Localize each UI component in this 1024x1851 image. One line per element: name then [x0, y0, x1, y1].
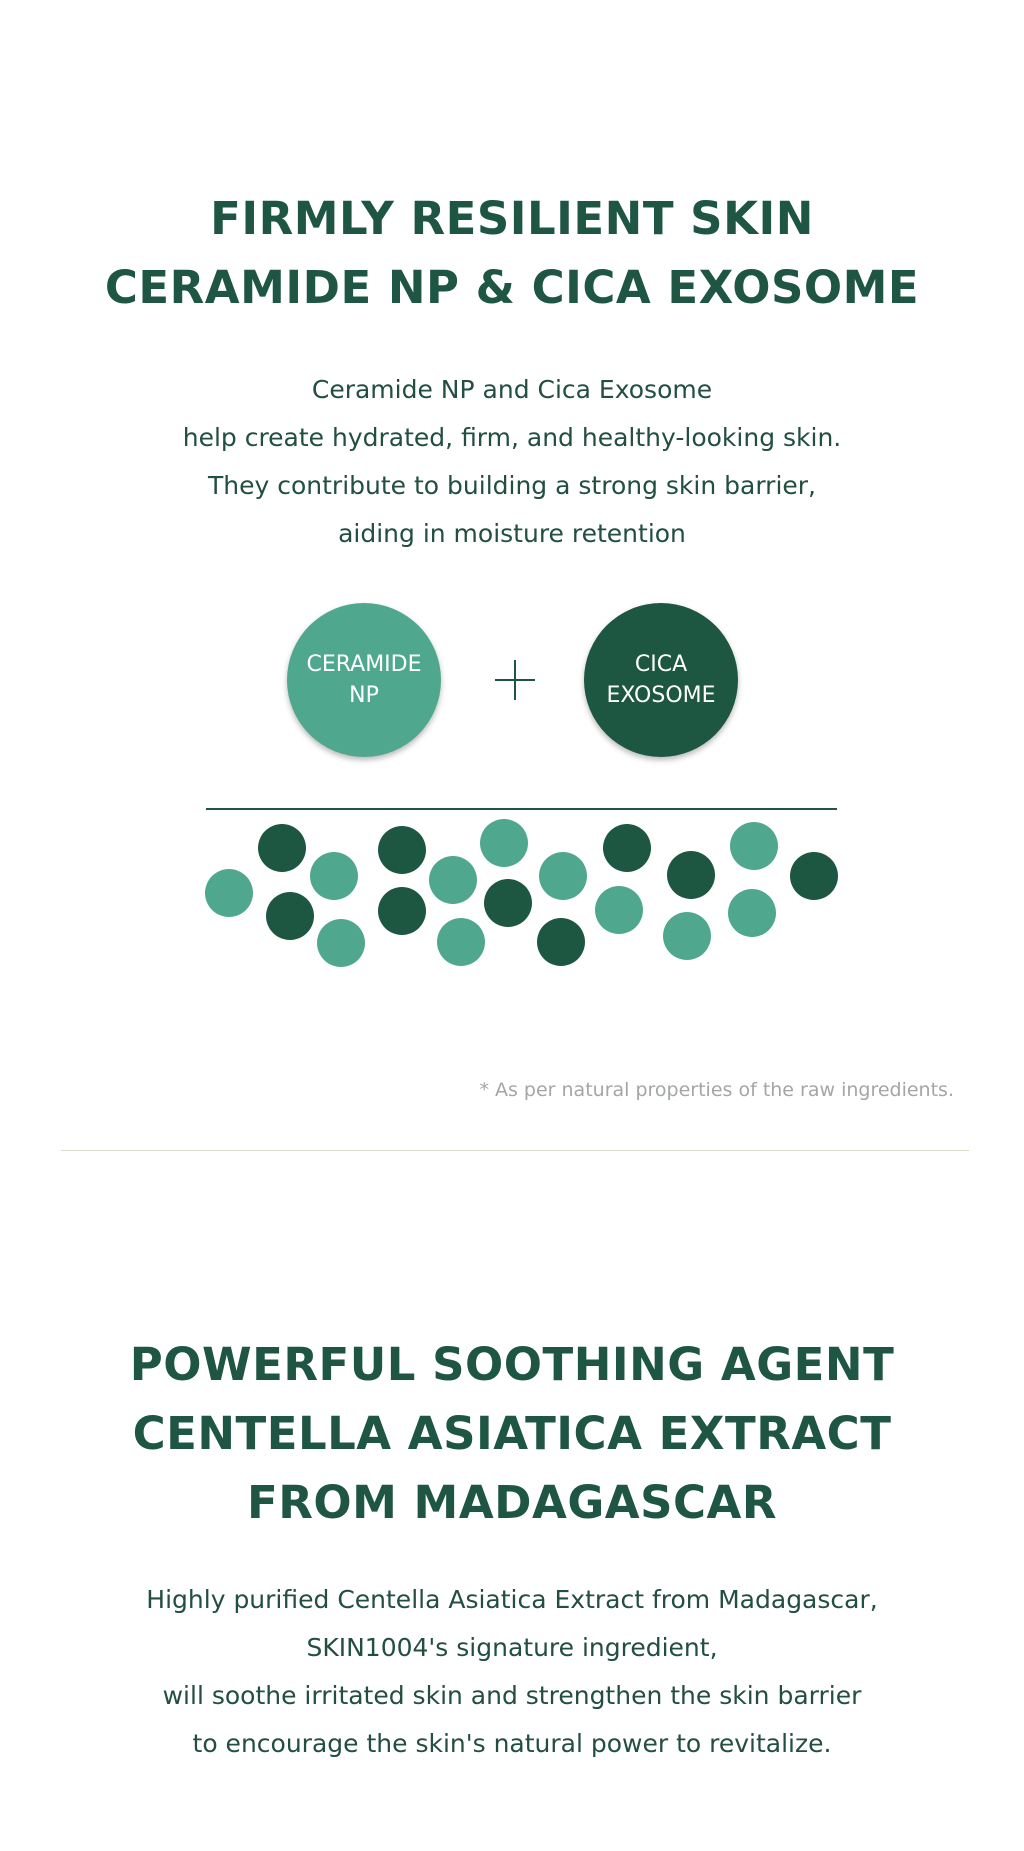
section2-title-line-3: FROM MADAGASCAR — [246, 1476, 778, 1529]
barrier-dot — [790, 852, 838, 900]
skin-barrier-line — [206, 808, 837, 810]
cica-bubble-label-line-2: EXOSOME — [606, 683, 716, 708]
skin-barrier-dots-illustration — [205, 819, 838, 967]
plus-icon — [495, 660, 535, 700]
barrier-dot — [437, 918, 485, 966]
section1-title: FIRMLY RESILIENT SKIN CERAMIDE NP & CICA… — [0, 184, 1024, 322]
ceramide-bubble-label-line-2: NP — [349, 683, 379, 708]
barrier-dot — [728, 889, 776, 937]
barrier-dot — [378, 826, 426, 874]
section1-title-line-2: CERAMIDE NP & CICA EXOSOME — [104, 261, 920, 314]
cica-bubble-label-line-1: CICA — [634, 652, 688, 677]
section2-title-line-1: POWERFUL SOOTHING AGENT — [129, 1338, 895, 1391]
section2-description-line-4: to encourage the skin's natural power to… — [192, 1729, 832, 1758]
barrier-dot — [317, 919, 365, 967]
barrier-dot — [663, 912, 711, 960]
ceramide-np-bubble: CERAMIDE NP — [287, 603, 441, 757]
barrier-dot — [603, 824, 651, 872]
section1-description-line-2: help create hydrated, firm, and healthy-… — [182, 423, 842, 452]
cica-exosome-bubble: CICA EXOSOME — [584, 603, 738, 757]
barrier-dot — [310, 852, 358, 900]
barrier-dot — [429, 856, 477, 904]
section2-title-line-2: CENTELLA ASIATICA EXTRACT — [132, 1407, 892, 1460]
barrier-dot — [258, 824, 306, 872]
barrier-dot — [480, 819, 528, 867]
section2-description-line-1: Highly purified Centella Asiatica Extrac… — [146, 1585, 878, 1614]
barrier-dot — [205, 869, 253, 917]
section2-title: POWERFUL SOOTHING AGENT CENTELLA ASIATIC… — [0, 1330, 1024, 1537]
section-divider — [61, 1150, 969, 1151]
section1-description-line-4: aiding in moisture retention — [338, 519, 686, 548]
section2-description-line-2: SKIN1004's signature ingredient, — [306, 1633, 718, 1662]
barrier-dot — [378, 887, 426, 935]
section1-description: Ceramide NP and Cica Exosome help create… — [0, 366, 1024, 558]
barrier-dot — [595, 886, 643, 934]
barrier-dot — [730, 822, 778, 870]
section1-description-line-3: They contribute to building a strong ski… — [208, 471, 816, 500]
barrier-dot — [537, 918, 585, 966]
section2-description-line-3: will soothe irritated skin and strengthe… — [162, 1681, 862, 1710]
barrier-dot — [667, 851, 715, 899]
section2-description: Highly purified Centella Asiatica Extrac… — [0, 1576, 1024, 1768]
ceramide-bubble-label-line-1: CERAMIDE — [306, 652, 422, 677]
section1-title-line-1: FIRMLY RESILIENT SKIN — [210, 192, 814, 245]
barrier-dot — [484, 879, 532, 927]
barrier-dot — [539, 852, 587, 900]
footnote: * As per natural properties of the raw i… — [479, 1079, 954, 1101]
barrier-dot — [266, 892, 314, 940]
section1-description-line-1: Ceramide NP and Cica Exosome — [311, 375, 713, 404]
